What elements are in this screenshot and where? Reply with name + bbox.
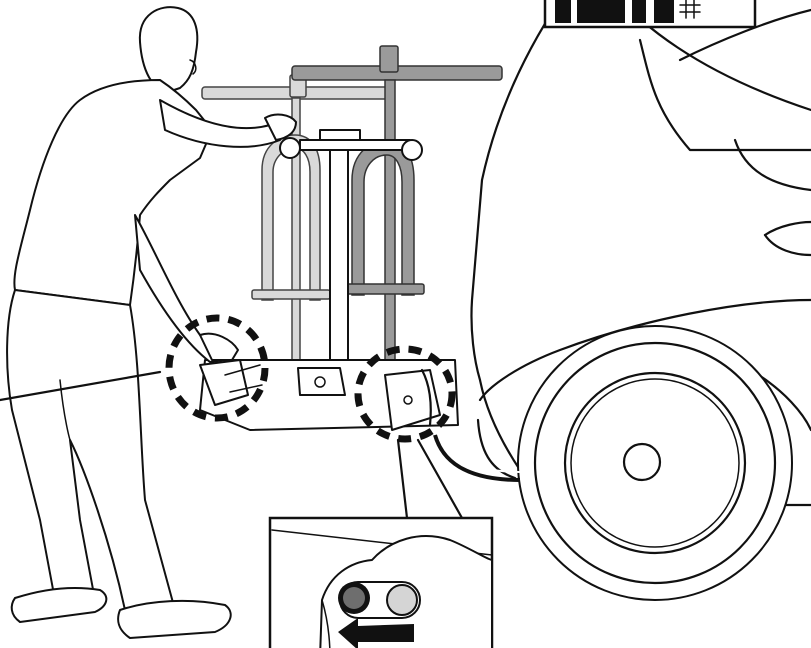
- wheel: [518, 326, 792, 600]
- detail-inset: [270, 518, 492, 648]
- person-figure: [7, 7, 296, 638]
- top-detail-box: [545, 0, 755, 27]
- callout-line-inset-a: [398, 440, 407, 518]
- indicator-pin: [338, 582, 420, 618]
- callout-line-inset-b: [418, 440, 462, 518]
- bike-rack: [200, 46, 520, 480]
- car-rear: [471, 0, 811, 600]
